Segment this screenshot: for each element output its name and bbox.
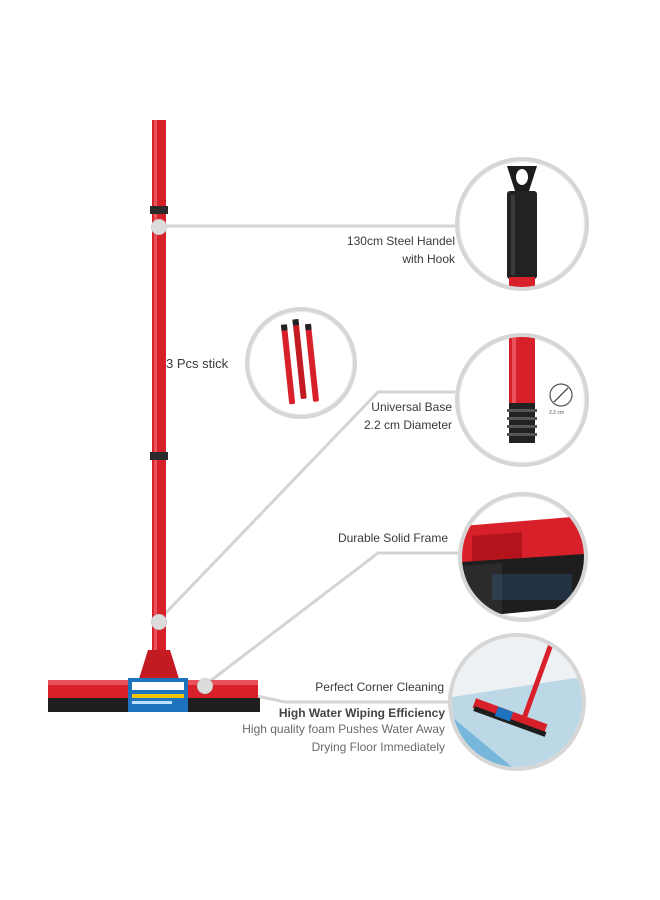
- handle-callout-text: 130cm Steel Handel with Hook: [280, 232, 455, 268]
- efficiency-heading: High Water Wiping Efficiency: [278, 706, 445, 720]
- handle-point-dot: [151, 219, 167, 235]
- efficiency-description: High quality foam Pushes Water Away Dryi…: [210, 720, 445, 756]
- corner-detail-circle: [448, 633, 586, 771]
- sticks-callout-text: 3 Pcs stick: [166, 356, 229, 371]
- base-detail-circle: 2.2 cm: [455, 333, 589, 467]
- frame-point-dot: [197, 678, 213, 694]
- efficiency-desc-line2: Drying Floor Immediately: [311, 740, 445, 754]
- sticks-icon: [280, 319, 319, 405]
- frame-detail-circle: [458, 492, 588, 622]
- handle-joint: [150, 206, 168, 214]
- squeegee-neck: [138, 650, 180, 682]
- frame-closeup-icon: [462, 516, 584, 618]
- frame-callout-text: Durable Solid Frame: [337, 531, 448, 545]
- base-callout-text: Universal Base 2.2 cm Diameter: [280, 398, 452, 434]
- squeegee-product-image: [48, 120, 260, 712]
- floor-cleaning-scene-icon: [452, 637, 582, 767]
- frame-connector: [204, 551, 460, 687]
- sticks-detail-circle: [245, 307, 357, 419]
- handle-callout-line2: with Hook: [402, 252, 455, 266]
- base-connector: [156, 390, 455, 623]
- base-point-dot: [151, 614, 167, 630]
- hook-icon: [507, 166, 537, 287]
- efficiency-desc-line1: High quality foam Pushes Water Away: [242, 722, 445, 736]
- base-callout-line1: Universal Base: [371, 400, 452, 414]
- corner-callout-text: Perfect Corner Cleaning: [315, 680, 444, 694]
- handle-joint: [150, 452, 168, 460]
- hook-detail-circle: [455, 157, 589, 291]
- threaded-base-icon: [507, 337, 573, 443]
- handle-callout-line1: 130cm Steel Handel: [346, 234, 455, 248]
- base-callout-line2: 2.2 cm Diameter: [363, 418, 452, 432]
- diameter-badge-text: 2.2 cm: [549, 410, 565, 416]
